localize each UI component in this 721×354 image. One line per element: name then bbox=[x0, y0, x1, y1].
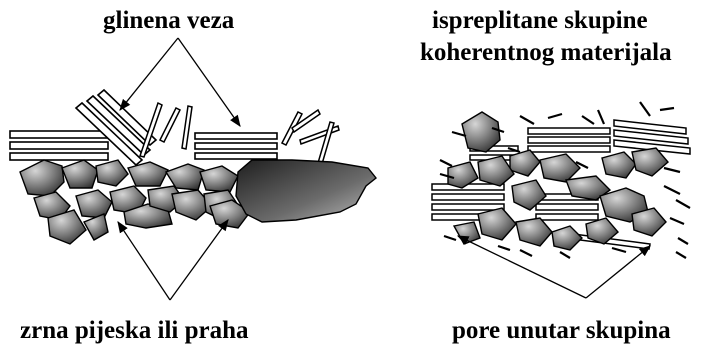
left-panel bbox=[10, 38, 376, 300]
clay-bond-arrows bbox=[120, 38, 240, 126]
sand-grains-left bbox=[20, 160, 250, 244]
large-sand-grain bbox=[236, 160, 376, 222]
clay-platelet-stack bbox=[528, 128, 610, 152]
clay-platelet-stack bbox=[10, 131, 108, 160]
right-panel bbox=[432, 102, 690, 298]
clay-platelet-stack bbox=[195, 133, 277, 159]
sand-grains-arrows bbox=[118, 220, 228, 300]
